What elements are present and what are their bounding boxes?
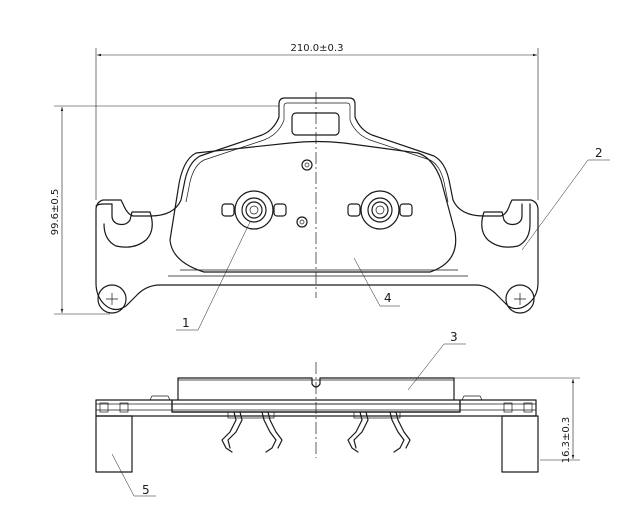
width-dimension [95, 48, 539, 200]
callout-1: 1 [176, 221, 251, 331]
thickness-dimension-label: 16.3±0.3 [561, 417, 572, 464]
callout-2-label: 2 [595, 146, 603, 160]
side-spring-clips [221, 411, 411, 453]
left-mount-hole [97, 284, 127, 314]
backing-plate-inner-edge [283, 102, 449, 203]
upper-pin-hole [301, 159, 313, 171]
left-leg [95, 415, 133, 473]
height-dimension [54, 105, 279, 315]
thickness-dimension [452, 377, 580, 461]
callout-2: 2 [521, 146, 610, 251]
callout-4-label: 4 [384, 291, 392, 305]
right-ear-slot [481, 203, 531, 248]
height-dimension-label: 99.6±0.5 [50, 189, 61, 236]
right-mount-hole [505, 284, 535, 314]
left-ear [95, 203, 153, 314]
width-dimension-label: 210.0±0.3 [291, 43, 344, 54]
right-clip [347, 190, 413, 230]
callout-3: 3 [407, 330, 466, 391]
callout-1-label: 1 [182, 316, 190, 330]
callout-5: 5 [111, 453, 156, 497]
backing-plate-outline [95, 97, 539, 311]
friction-pad-outline [169, 140, 457, 273]
friction-pad-bottom-edge [168, 269, 468, 277]
right-leg [501, 415, 539, 473]
left-ear-slot [103, 203, 153, 248]
plate-tab-window [291, 112, 340, 136]
middle-pin-hole [296, 216, 308, 228]
top-view [95, 92, 539, 314]
callout-3-label: 3 [450, 330, 458, 344]
left-clip [221, 190, 287, 230]
backing-plate-inner-edge-left [185, 119, 285, 203]
right-ear [481, 203, 535, 314]
side-view [95, 362, 539, 473]
callout-4: 4 [353, 257, 400, 307]
callout-5-label: 5 [142, 483, 150, 497]
